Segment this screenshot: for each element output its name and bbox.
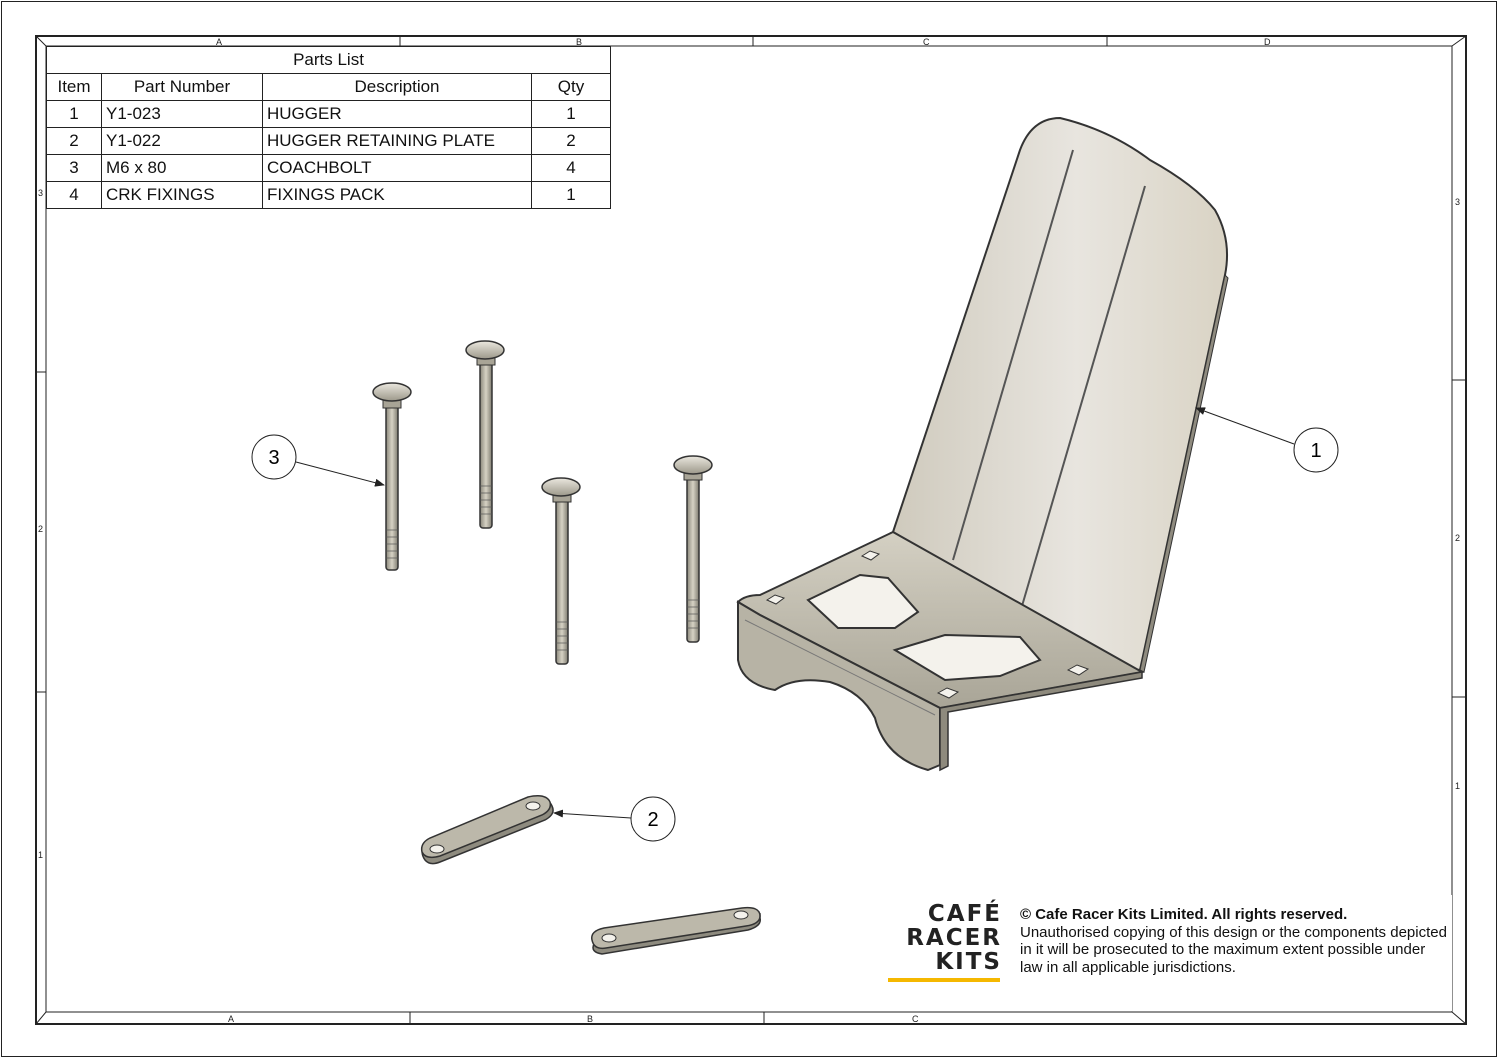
zone-bottom-c: C [912, 1014, 919, 1024]
coachbolt-3 [541, 477, 581, 665]
copyright-body: Unauthorised copying of this design or t… [1020, 923, 1447, 976]
row-description: FIXINGS PACK [262, 181, 532, 209]
balloon-item-1 [1195, 407, 1339, 473]
frame-outer [35, 35, 1467, 1025]
logo-line-2: RACER [906, 925, 1002, 951]
copyright-notice: © Cafe Racer Kits Limited. All rights re… [1020, 906, 1450, 976]
row-item: 2 [46, 127, 102, 155]
table-row: 2 Y1-022 HUGGER RETAINING PLATE 2 [46, 127, 611, 155]
zone-right-1: 1 [1455, 781, 1461, 791]
logo-accent-bar [888, 978, 1000, 982]
logo-line-3: KITS [935, 949, 1002, 975]
table-row: 1 Y1-023 HUGGER 1 [46, 100, 611, 128]
title-block-area [878, 895, 1452, 1011]
header-part-number: Part Number [101, 73, 263, 101]
row-qty: 1 [531, 100, 611, 128]
row-part-number: Y1-023 [101, 100, 263, 128]
balloon-2-label: 2 [647, 809, 658, 831]
balloon-3-label: 3 [268, 447, 279, 469]
logo-line-1: CAFÉ [927, 901, 1002, 927]
copyright-headline: © Cafe Racer Kits Limited. All rights re… [1020, 906, 1348, 923]
zone-top-b: B [576, 37, 583, 47]
zone-top-c: C [923, 37, 930, 47]
header-description: Description [262, 73, 532, 101]
balloon-1-label: 1 [1310, 440, 1321, 462]
row-item: 3 [46, 154, 102, 182]
zone-left-1: 1 [38, 850, 44, 860]
row-qty: 2 [531, 127, 611, 155]
header-item: Item [46, 73, 102, 101]
hugger-part [736, 116, 1229, 772]
coachbolt-2 [465, 340, 505, 529]
zone-left-2: 2 [38, 524, 44, 534]
balloon-item-3 [251, 434, 385, 487]
row-item: 4 [46, 181, 102, 209]
frame-inner [45, 45, 1453, 1013]
coachbolt-1 [372, 382, 412, 571]
zone-bottom-a: A [228, 1014, 235, 1024]
header-qty: Qty [531, 73, 611, 101]
retaining-plate-2 [591, 906, 761, 955]
zone-bottom-b: B [587, 1014, 594, 1024]
row-part-number: M6 x 80 [101, 154, 263, 182]
zone-top-d: D [1264, 37, 1271, 47]
balloon-item-2 [553, 796, 676, 842]
row-qty: 4 [531, 154, 611, 182]
row-description: HUGGER RETAINING PLATE [262, 127, 532, 155]
zone-left-3: 3 [38, 188, 44, 198]
zone-right-2: 2 [1455, 533, 1461, 543]
parts-list-table: Parts List Item Part Number Description … [46, 46, 611, 209]
parts-list-title: Parts List [46, 46, 611, 74]
coachbolt-4 [673, 455, 713, 643]
retaining-plate-1 [420, 795, 554, 865]
zone-top-a: A [216, 37, 223, 47]
row-description: COACHBOLT [262, 154, 532, 182]
table-row: 3 M6 x 80 COACHBOLT 4 [46, 154, 611, 182]
zone-right-3: 3 [1455, 197, 1461, 207]
row-qty: 1 [531, 181, 611, 209]
parts-list-header: Item Part Number Description Qty [46, 73, 611, 101]
table-row: 4 CRK FIXINGS FIXINGS PACK 1 [46, 181, 611, 209]
row-item: 1 [46, 100, 102, 128]
row-part-number: Y1-022 [101, 127, 263, 155]
row-part-number: CRK FIXINGS [101, 181, 263, 209]
cafe-racer-kits-logo: CAFÉ RACER KITS [884, 902, 1002, 974]
row-description: HUGGER [262, 100, 532, 128]
